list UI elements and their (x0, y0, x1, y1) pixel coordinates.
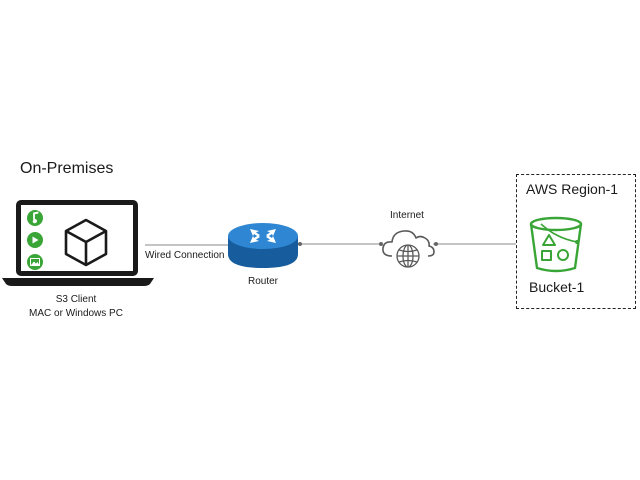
music-note-icon (27, 210, 43, 226)
aws-region-box (516, 174, 636, 309)
laptop-icon (2, 200, 154, 286)
s3-bucket-icon (529, 216, 583, 273)
connector-dot (298, 242, 302, 246)
connector-dot (434, 242, 438, 246)
router-icon (228, 223, 298, 268)
client-os-label: MAC or Windows PC (29, 308, 123, 319)
internet-label: Internet (390, 210, 424, 221)
bucket-label: Bucket-1 (529, 279, 585, 295)
image-icon (27, 254, 43, 270)
aws-region-label: AWS Region-1 (526, 181, 619, 197)
wired-connection-label: Wired Connection (145, 250, 225, 261)
play-icon (27, 232, 43, 248)
on-premises-title: On-Premises (20, 160, 114, 177)
connector-dot (379, 242, 383, 246)
cube-icon (64, 218, 108, 267)
s3-client-label: S3 Client (55, 294, 97, 305)
router-label: Router (247, 276, 278, 287)
cloud-globe-icon (382, 230, 435, 268)
